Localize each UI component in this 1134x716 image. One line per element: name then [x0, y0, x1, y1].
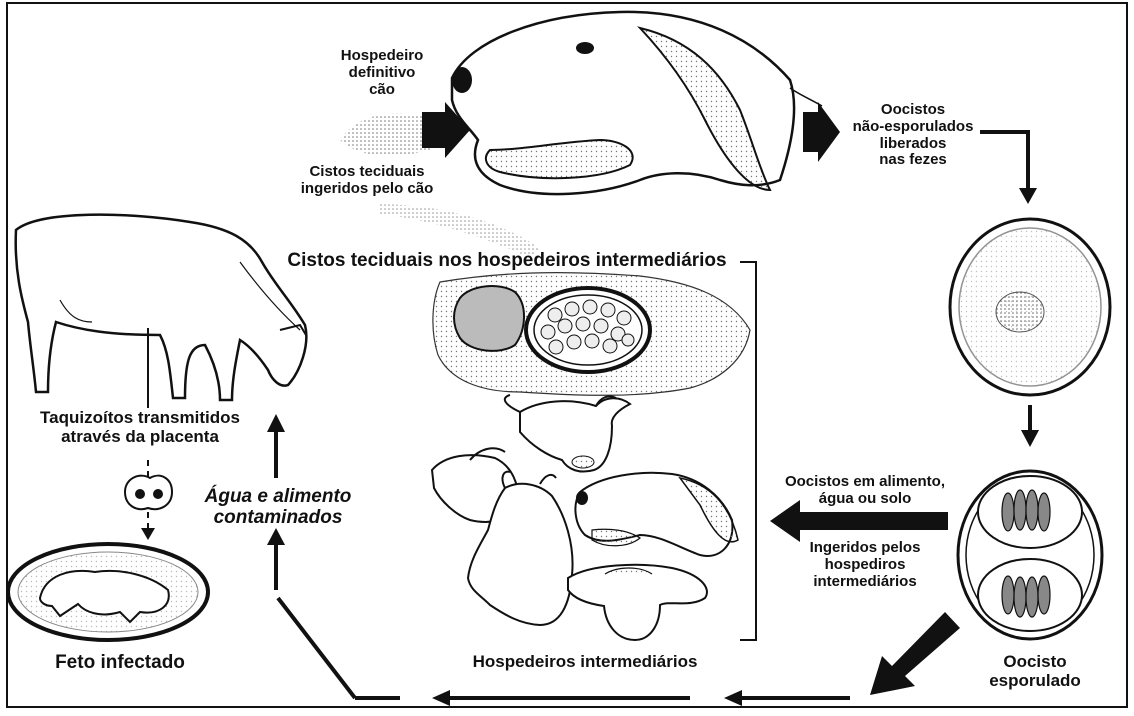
tissue-cysts-title: Cistos teciduais nos hospedeiros interme… [272, 250, 742, 271]
sporulated-oocyst-icon [958, 471, 1102, 639]
dog-head-small-icon [575, 473, 738, 556]
sheep-head-icon [568, 565, 707, 640]
oocysts-food-line-2: água ou solo [770, 491, 960, 508]
tachyzoites-line-2: através da placenta [10, 427, 270, 446]
host-line-2: definitivo [322, 65, 442, 82]
water-food-label: Água e alimento contaminados [188, 486, 368, 529]
oocysts-feces-line-3: liberados [838, 136, 988, 153]
arrowhead-down-1 [1019, 188, 1037, 204]
host-line-3: cão [322, 82, 442, 99]
sporulated-oocyst-label: Oocisto esporulado [980, 652, 1090, 690]
sporulated-line-1: Oocisto [980, 652, 1090, 671]
unsporulated-oocyst-icon [950, 219, 1110, 395]
diagonal-return [278, 598, 355, 698]
cysts-ingested-line-1: Cistos teciduais [272, 164, 462, 181]
oocysts-feces-line-1: Oocistos [838, 102, 988, 119]
cow-icon [16, 215, 307, 400]
oocysts-food-line-1: Oocistos em alimento, [770, 474, 960, 491]
fetus-label: Feto infectado [20, 652, 220, 673]
tachyzoites-label: Taquizoítos transmitidos através da plac… [10, 408, 270, 446]
sporulated-line-2: esporulado [980, 671, 1090, 690]
intermediate-hosts-label: Hospedeiros intermediários [440, 652, 730, 671]
shedding-arrow [803, 102, 840, 162]
ingested-by-label: Ingeridos pelos hospediros intermediário… [790, 540, 940, 590]
cysts-ingested-label: Cistos teciduais ingeridos pelo cão [272, 164, 462, 198]
oocysts-food-label: Oocistos em alimento, água ou solo [770, 474, 960, 508]
arrowhead-up-1 [267, 528, 285, 545]
fetus-icon [8, 544, 208, 640]
dog-head-icon [452, 12, 822, 194]
ingestion-shading [340, 113, 430, 155]
tachyzoites-line-1: Taquizoítos transmitidos [10, 408, 270, 427]
oocysts-feces-line-4: nas fezes [838, 152, 988, 169]
ingested-by-line-2: hospediros [790, 557, 940, 574]
arrowhead-fetus [141, 528, 155, 540]
tissue-cyst-icon [433, 273, 750, 396]
oocysts-feces-line-2: não-esporulados [838, 119, 988, 136]
host-line-1: Hospedeiro [322, 48, 442, 65]
arrowhead-down-2 [1021, 430, 1039, 447]
placenta-icon [125, 476, 172, 509]
ingested-by-line-1: Ingeridos pelos [790, 540, 940, 557]
cysts-ingested-line-2: ingeridos pelo cão [272, 181, 462, 198]
cow-head-icon [505, 395, 630, 472]
water-food-line-1: Água e alimento [188, 486, 368, 507]
ingested-by-line-3: intermediários [790, 574, 940, 591]
water-food-line-2: contaminados [188, 507, 368, 528]
oocysts-feces-label: Oocistos não-esporulados liberados nas f… [838, 102, 988, 169]
arrow-to-environment [870, 612, 960, 695]
definitive-host-label: Hospedeiro definitivo cão [322, 48, 442, 98]
